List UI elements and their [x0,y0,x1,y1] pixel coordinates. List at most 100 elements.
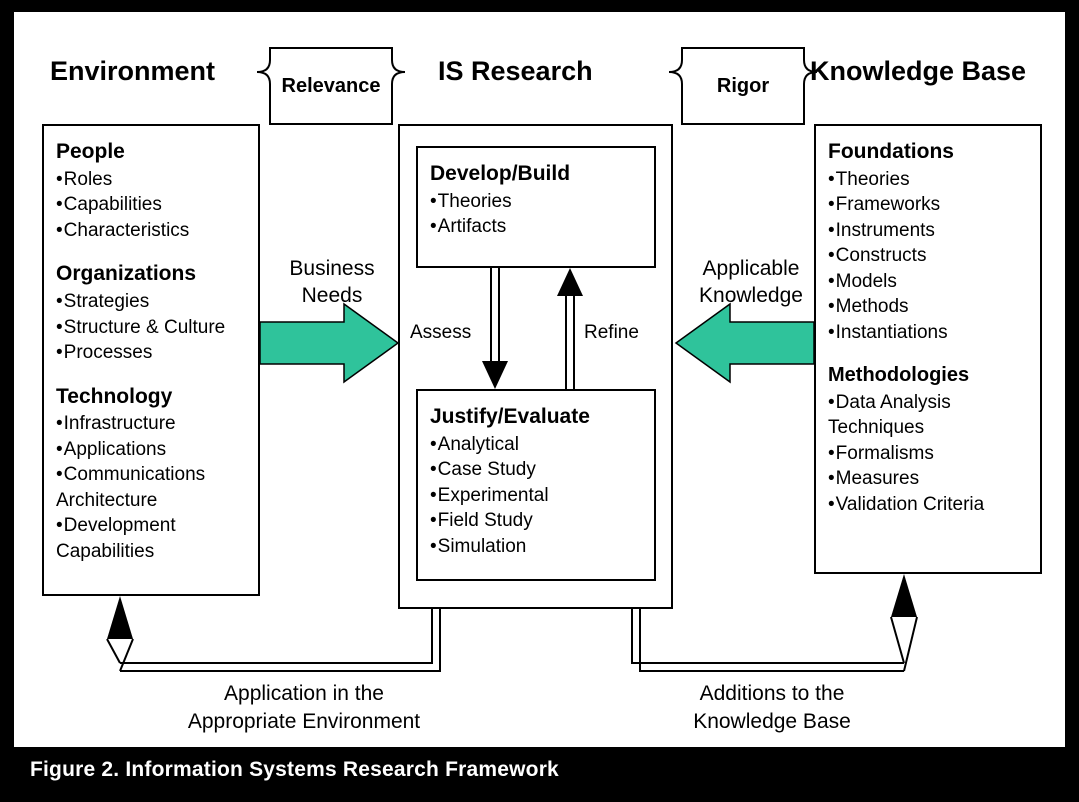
list-item-label: Methods [835,296,909,318]
list-item-label: Artifacts [437,216,507,238]
list-item: •Characteristics [56,218,248,243]
list-item: •Instruments [828,218,1030,243]
list-item-label: Theories [835,168,910,190]
label-business-needs: Business Needs [264,255,400,310]
list-item: •Experimental [430,483,644,508]
list-item: •Validation Criteria [828,492,1030,517]
list-item: Techniques [828,415,1030,440]
bracket-rigor-shape [668,47,818,125]
application-feedback-arrow [106,596,441,672]
label-additions-line2: Knowledge Base [693,709,851,733]
develop-title: Develop/Build [430,162,571,185]
bullet-dot: • [828,468,835,490]
environment-content: People •Roles •Capabilities •Characteris… [44,126,258,570]
list-item: •Instantiations [828,320,1030,345]
bullet-dot: • [56,438,63,460]
justify-list: •Analytical •Case Study •Experimental •F… [430,432,644,559]
environment-group-title-organizations: Organizations [56,262,197,286]
bracket-relevance-shape [256,47,406,125]
list-item: •Data Analysis [828,390,1030,415]
list-item-label: Instantiations [835,321,948,343]
list-item: Capabilities [56,539,248,564]
spacer [56,366,248,383]
bullet-dot: • [430,459,437,481]
list-item: •Formalisms [828,441,1030,466]
list-item: •Artifacts [430,214,644,239]
bullet-dot: • [430,535,437,557]
list-item-label: Characteristics [63,219,190,241]
list-item-label: Analytical [437,433,519,455]
list-item-label: Instruments [835,219,935,241]
heading-is-research: IS Research [438,56,593,86]
knowledge-content: Foundations •Theories •Frameworks •Instr… [816,126,1040,523]
list-item: •Roles [56,167,248,192]
knowledge-list-methodologies: •Data Analysis Techniques •Formalisms •M… [828,390,1030,517]
label-applicable-knowledge-line1: Applicable [702,257,800,280]
list-item-label: Architecture [56,489,158,511]
bullet-dot: • [828,270,835,292]
bullet-dot: • [828,194,835,216]
list-item: •Development [56,513,248,538]
list-item: •Case Study [430,457,644,482]
list-item-label: Experimental [437,484,549,506]
environment-list-people: •Roles •Capabilities •Characteristics [56,167,248,243]
bullet-dot: • [56,168,63,190]
bullet-dot: • [828,296,835,318]
list-item-label: Theories [437,190,512,212]
environment-group-title-technology: Technology [56,384,173,408]
list-item-label: Field Study [437,510,533,532]
bullet-dot: • [828,321,835,343]
green-arrow-business-needs [259,302,400,384]
heading-environment: Environment [50,56,216,86]
environment-list-technology: •Infrastructure •Applications •Communica… [56,411,248,564]
box-justify-evaluate: Justify/Evaluate •Analytical •Case Study… [416,389,656,581]
develop-list: •Theories •Artifacts [430,189,644,240]
bullet-dot: • [56,219,63,241]
label-business-needs-line1: Business [289,257,375,280]
list-item-label: Techniques [828,417,925,439]
bullet-dot: • [56,291,63,313]
knowledge-group-title-foundations: Foundations [828,140,954,163]
list-item-label: Constructs [835,245,927,267]
list-item: •Infrastructure [56,411,248,436]
list-item-label: Case Study [437,459,536,481]
list-item-label: Frameworks [835,194,941,216]
list-item-label: Models [835,270,897,292]
box-develop-build: Develop/Build •Theories •Artifacts [416,146,656,268]
list-item-label: Infrastructure [63,413,176,435]
bullet-dot: • [430,216,437,238]
list-item: •Analytical [430,432,644,457]
bullet-dot: • [56,194,63,216]
list-item-label: Capabilities [56,540,155,562]
list-item: •Constructs [828,243,1030,268]
environment-group-title-people: People [56,140,125,163]
label-applicable-knowledge: Applicable Knowledge [676,255,826,310]
list-item: •Applications [56,437,248,462]
list-item-label: Structure & Culture [63,316,226,338]
label-refine: Refine [584,322,639,343]
bullet-dot: • [430,484,437,506]
bullet-dot: • [430,510,437,532]
label-additions-to-knowledge-base: Additions to the Knowledge Base [622,680,922,736]
list-item-label: Communications [63,464,206,486]
bullet-dot: • [430,190,437,212]
bullet-dot: • [56,464,63,486]
bullet-dot: • [56,515,63,537]
bracket-rigor: Rigor [668,46,818,126]
list-item-label: Applications [63,438,167,460]
list-item: Architecture [56,488,248,513]
bullet-dot: • [56,413,63,435]
list-item: •Simulation [430,534,644,559]
bracket-relevance-label: Relevance [281,74,381,97]
justify-content: Justify/Evaluate •Analytical •Case Study… [418,391,654,565]
heading-knowledge-base: Knowledge Base [810,56,1027,86]
spacer [828,345,1030,362]
bullet-dot: • [828,219,835,241]
list-item: •Field Study [430,508,644,533]
box-environment: People •Roles •Capabilities •Characteris… [42,124,260,596]
figure-caption: Figure 2. Information Systems Research F… [14,747,1065,792]
spacer [56,243,248,260]
bracket-relevance: Relevance [256,46,406,126]
list-item-label: Strategies [63,291,150,313]
